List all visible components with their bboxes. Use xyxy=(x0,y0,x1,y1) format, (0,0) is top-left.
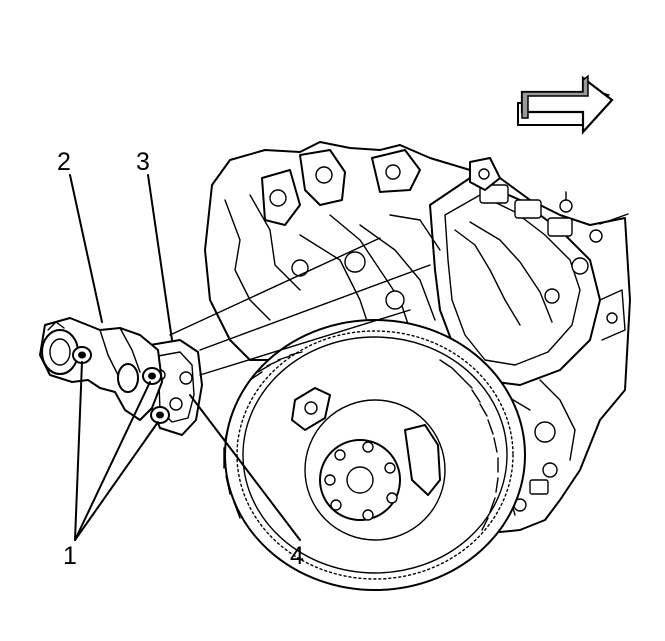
bolt-1 xyxy=(72,346,92,364)
callout-2: 2 xyxy=(57,148,71,176)
flexplate xyxy=(223,319,526,591)
callout-1: 1 xyxy=(63,542,77,570)
callout-4: 4 xyxy=(290,542,304,570)
leader-lines xyxy=(69,174,301,541)
bolt-2 xyxy=(142,367,162,385)
front-direction-arrow-icon xyxy=(517,74,614,135)
bolts xyxy=(72,346,170,424)
thermostat-housing xyxy=(39,317,163,421)
callout-3: 3 xyxy=(136,148,150,176)
explode-guide-lines xyxy=(169,237,431,376)
bolt-3 xyxy=(150,406,170,424)
